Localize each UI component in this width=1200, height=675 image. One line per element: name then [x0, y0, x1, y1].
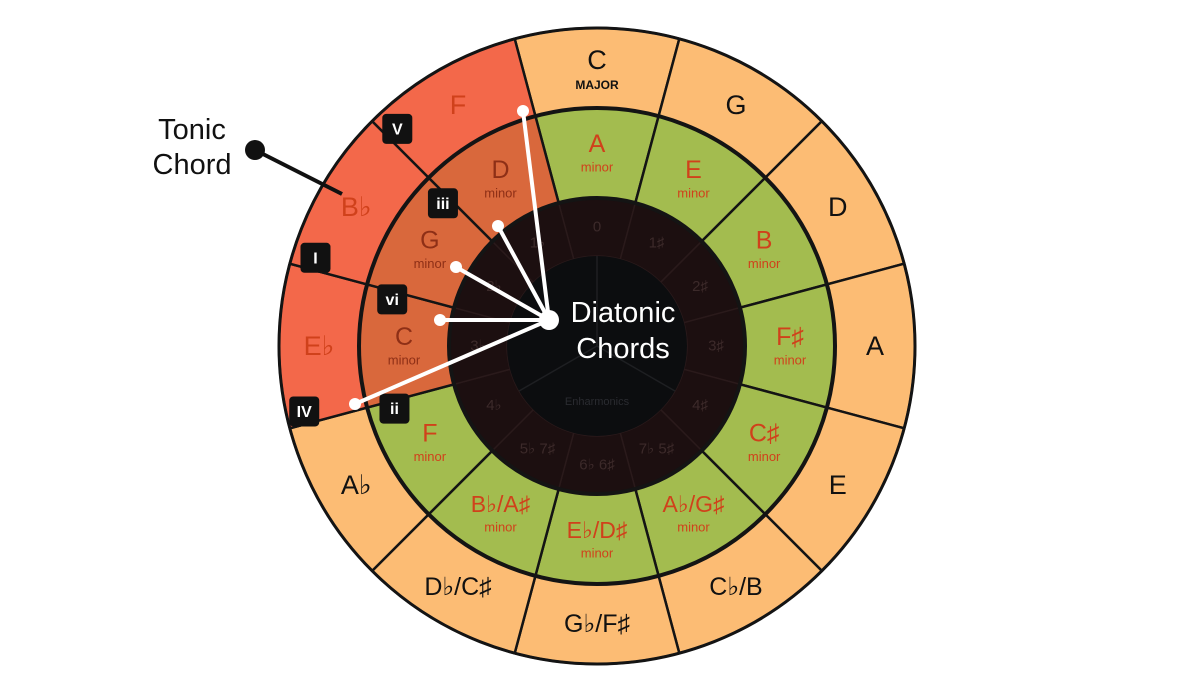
key-signature-label: 3♯ [708, 338, 724, 355]
minor-key-sublabel: minor [677, 185, 710, 200]
inner-border [447, 196, 747, 496]
outer-key-label: G♭/F♯ [564, 610, 630, 638]
core-divider [518, 345, 598, 392]
key-signature-label: 5♭ 7♯ [520, 441, 556, 458]
diatonic-callout-labels: Diatonic Chords [571, 297, 676, 365]
key-signature-label: 0 [593, 219, 601, 236]
tonic-callout-dot [245, 140, 265, 160]
diatonic-callout-line1: Diatonic [571, 297, 676, 329]
roman-numeral-badge [379, 393, 410, 424]
tonic-callout-line2: Chord [153, 149, 232, 181]
minor-key-sublabel: minor [748, 449, 781, 464]
diatonic-pointers [349, 105, 559, 410]
minor-key-label: C [395, 323, 413, 351]
outer-key-label: A [866, 331, 884, 361]
minor-key-label: A♭/G♯ [663, 491, 725, 517]
roman-numeral-badge [289, 396, 320, 427]
minor-key-sublabel: minor [388, 353, 421, 368]
minor-key-sublabel: minor [484, 185, 517, 200]
roman-numeral-label: IV [297, 404, 312, 421]
diatonic-pointer-dot [517, 105, 529, 117]
roman-numeral-badge [427, 188, 458, 219]
minor-key-sublabel: minor [677, 520, 710, 535]
key-signature-label: 4♯ [692, 397, 708, 414]
diatonic-pointer-line [353, 318, 551, 406]
roman-numeral-badge [382, 113, 413, 144]
enharmonics-label: Enharmonics [565, 396, 630, 408]
key-signature-label: 7♭ 5♯ [639, 441, 675, 458]
minor-key-label: A [589, 130, 606, 158]
diatonic-pointer-line [521, 109, 551, 322]
middle-border [357, 106, 837, 586]
callouts: Tonic Chord [153, 114, 343, 196]
diatonic-pointer-dot [492, 220, 504, 232]
outer-key-label: C [587, 45, 607, 75]
minor-key-label: F [422, 420, 437, 448]
minor-key-sublabel: minor [748, 256, 781, 271]
key-signature-label: 2♯ [692, 278, 708, 295]
key-signature-label: 4♭ [486, 397, 501, 414]
minor-key-label: E♭/D♯ [567, 517, 628, 543]
outer-key-label: A♭ [341, 470, 372, 500]
core-divider [596, 345, 676, 392]
diatonic-callout-line2: Chords [576, 333, 670, 365]
outer-key-label: E [829, 470, 847, 500]
roman-numeral-label: iii [436, 196, 449, 213]
minor-key-sublabel: minor [774, 353, 807, 368]
outer-key-label: B♭ [341, 192, 372, 222]
minor-key-label: D [491, 156, 509, 184]
roman-numeral-badge [377, 284, 408, 315]
roman-numeral-label: vi [386, 292, 399, 309]
minor-key-sublabel: minor [581, 546, 614, 561]
diatonic-hub-dot [539, 310, 559, 330]
roman-numeral-badge [300, 242, 331, 273]
outer-key-label: D [828, 192, 848, 222]
roman-numeral-label: ii [390, 401, 399, 418]
outer-key-label: D♭/C♯ [424, 573, 491, 601]
outer-border [277, 26, 917, 666]
outer-key-label: E♭ [304, 331, 335, 361]
tonic-callout-leader [254, 148, 343, 196]
minor-key-label: C♯ [749, 420, 780, 448]
key-signature-label: 6♭ 6♯ [579, 457, 615, 474]
minor-key-label: G [420, 227, 439, 255]
roman-numeral-label: I [313, 250, 317, 267]
outer-key-sublabel: MAJOR [575, 78, 619, 92]
outer-key-label: F [450, 90, 467, 120]
minor-key-sublabel: minor [414, 256, 447, 271]
minor-key-label: F♯ [776, 323, 804, 351]
key-signature-label: 1♯ [649, 234, 665, 251]
diatonic-pointer-dot [434, 314, 446, 326]
tonic-callout-line1: Tonic [158, 114, 226, 146]
diatonic-pointer-line [496, 224, 551, 322]
minor-key-sublabel: minor [581, 160, 614, 175]
minor-key-sublabel: minor [414, 449, 447, 464]
diatonic-pointer-line [454, 265, 551, 322]
minor-key-label: B [756, 227, 773, 255]
diatonic-pointer-dot [450, 261, 462, 273]
outer-key-label: C♭/B [709, 573, 762, 601]
diatonic-pointer-dot [349, 398, 361, 410]
minor-key-sublabel: minor [484, 520, 517, 535]
outer-key-label: G [725, 90, 746, 120]
minor-key-label: B♭/A♯ [471, 491, 531, 517]
minor-key-label: E [685, 156, 702, 184]
roman-numeral-label: V [392, 121, 403, 138]
